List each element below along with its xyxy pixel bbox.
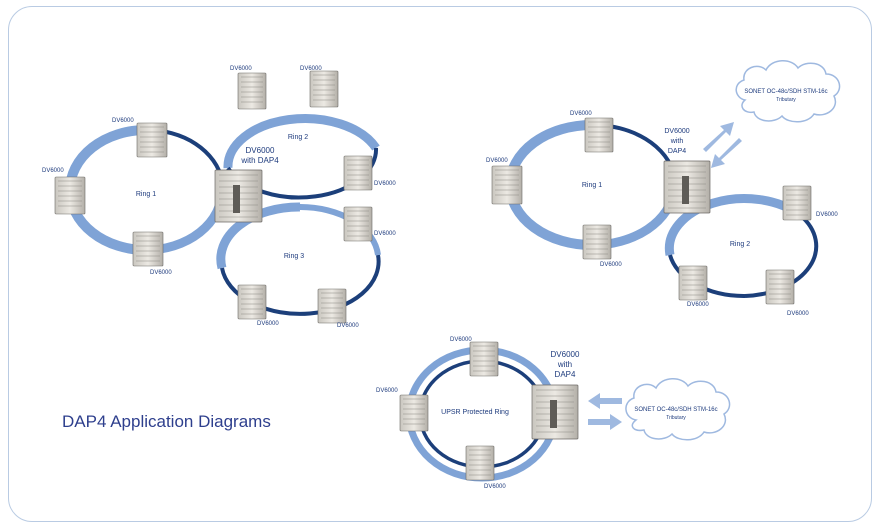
diagram-2: Ring 1 Ring 2 DV6000 DV6000 DV6000 DV6 [486, 60, 841, 317]
dv6000-label: DV6000 [484, 484, 506, 490]
dv6000-dap4-hub [214, 169, 263, 223]
ring-2-label: Ring 2 [288, 134, 308, 141]
dv6000-node [132, 231, 164, 267]
rounded-frame [8, 6, 872, 522]
dv6000-node [237, 284, 267, 320]
dv6000-label: DV6000 [816, 212, 838, 218]
dv6000-label: DV6000 [600, 262, 622, 268]
dv6000-node [582, 224, 612, 260]
dv6000-label: DV6000 [230, 66, 252, 72]
dv6000-label: DV6000 [687, 302, 709, 308]
hub-label-line-1: DV6000 [664, 128, 689, 135]
ring-1-label: Ring 1 [582, 182, 602, 189]
dv6000-node [309, 70, 339, 108]
double-arrow [703, 122, 742, 168]
hub-label-line-2: with DAP4 [240, 156, 279, 165]
dv6000-node [469, 341, 499, 377]
dv6000-label: DV6000 [374, 231, 396, 237]
upsr-ring-label: UPSR Protected Ring [441, 409, 509, 416]
dv6000-node [782, 185, 812, 221]
dv6000-node [343, 155, 373, 191]
dv6000-label: DV6000 [112, 118, 134, 124]
sonet-cloud: SONET OC-48c/SDH STM-16c Tributary [735, 60, 841, 123]
dv6000-node [765, 269, 795, 305]
dv6000-node [465, 445, 495, 481]
hub-label-line-2: with [670, 138, 684, 145]
dv6000-node [584, 117, 614, 153]
cloud-label-line-1: SONET OC-48c/SDH STM-16c [744, 89, 827, 95]
hub-label-line-2: with [557, 360, 572, 369]
ring-3-label: Ring 3 [284, 253, 304, 260]
diagram-1: Ring 1 Ring 2 Ring 3 DV6000 DV6000 DV600… [42, 66, 396, 329]
dv6000-label: DV6000 [150, 270, 172, 276]
hub-label-line-1: DV6000 [246, 146, 275, 155]
dv6000-label: DV6000 [300, 66, 322, 72]
dv6000-node [136, 122, 168, 158]
double-arrow [588, 393, 622, 430]
sonet-cloud: SONET OC-48c/SDH STM-16c Tributary [625, 378, 731, 441]
diagram-caption: DAP4 Application Diagrams [62, 412, 271, 431]
dv6000-node [54, 176, 86, 215]
dv6000-label: DV6000 [376, 388, 398, 394]
hub-label-line-3: DAP4 [555, 370, 576, 379]
dv6000-node [491, 165, 523, 205]
dv6000-dap4-hub [663, 160, 711, 214]
hub-label-line-3: DAP4 [668, 148, 686, 155]
dv6000-label: DV6000 [570, 111, 592, 117]
dv6000-label: DV6000 [374, 181, 396, 187]
dv6000-node [237, 72, 267, 110]
ring-2-label: Ring 2 [730, 241, 750, 248]
cloud-label-line-2: Tributary [666, 415, 686, 421]
dv6000-node [399, 394, 429, 432]
dv6000-node [678, 265, 708, 301]
dv6000-label: DV6000 [787, 311, 809, 317]
dv6000-label: DV6000 [486, 158, 508, 164]
hub-label-line-1: DV6000 [551, 350, 580, 359]
dv6000-dap4-hub [531, 384, 579, 440]
dv6000-node [343, 206, 373, 242]
cloud-label-line-1: SONET OC-48c/SDH STM-16c [634, 407, 717, 413]
dv6000-label: DV6000 [450, 337, 472, 343]
dv6000-label: DV6000 [257, 321, 279, 327]
ring-1-label: Ring 1 [136, 191, 156, 198]
cloud-label-line-2: Tributary [776, 97, 796, 103]
dv6000-node [317, 288, 347, 324]
diagram-3: UPSR Protected Ring DV6000 DV6000 DV6000 [376, 337, 731, 490]
dv6000-label: DV6000 [42, 168, 64, 174]
dv6000-label: DV6000 [337, 323, 359, 329]
